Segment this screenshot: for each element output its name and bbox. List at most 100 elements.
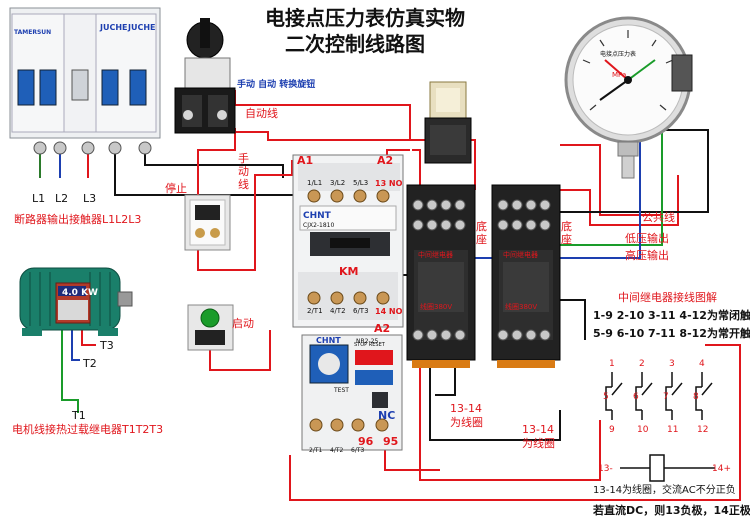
legend-num-1: 1 [609,359,615,369]
overload-test: TEST [334,387,349,394]
relay-socket-1 [406,184,476,368]
contactor [292,154,404,328]
legend-num-4: 4 [699,359,705,369]
plug-in-relay [424,81,472,164]
high-output-label: 高压输出 [625,249,669,262]
legend-num-12: 12 [697,425,709,435]
overload-term-4t2: 4/T2 [330,447,344,454]
relay-socket-2 [491,184,561,368]
wire-red-gauge [560,175,679,226]
relay1-label: 中间继电器 [418,251,453,259]
legend-num-5: 5 [603,392,609,402]
motor-terminal-t3: T3 [100,339,114,352]
contactor-a1-label: A1 [297,154,314,167]
relay2-label: 中间继电器 [503,251,538,259]
contactor-term-5l3: 5/L3 [353,179,369,187]
overload-term-6t3: 6/T3 [351,447,365,454]
wire-red-bottom [289,344,741,501]
wire-red-start [209,330,271,371]
contactor-term-2t1: 2/T1 [307,307,323,315]
contactor-a2-bottom-label: A2 [374,322,391,335]
legend-line-no: 5-9 6-10 7-11 8-12为常开触点 [593,327,750,340]
start-button-label: 启动 [232,317,254,330]
contactor-km-label: KM [339,265,359,278]
overload-brand: CHNT [316,336,341,345]
low-output-label: 低压输出 [625,232,669,245]
contactor-brand: CHNT [303,211,331,221]
relay2-coil-label: 线圈380V [505,303,538,311]
contactor-term-1l1: 1/L1 [307,179,323,187]
motor [19,267,133,336]
contactor-term-13no: 13 NO [375,179,403,188]
legend-num-7: 7 [663,392,669,402]
contactor-term-6t3: 6/T3 [353,307,369,315]
relay1-base-label: 底座 [476,220,487,247]
relay1-coil-note: 13-14 为线圈 [450,402,483,430]
terminal-l3-label: L3 [83,192,97,205]
start-button [187,304,234,351]
stop-button-label: 停止 [165,182,187,195]
breaker-brand-right1: JUCHE [100,23,128,32]
circuit-breaker [9,7,161,155]
legend-heading: 中间继电器接线图解 [618,291,717,304]
wire-black-l2 [144,145,284,178]
legend-line-nc: 1-9 2-10 3-11 4-12为常闭触点 [593,309,750,322]
overload-stop-reset: STOP RESET [354,342,385,348]
relay2-coil-note: 13-14 为线圈 [522,423,555,451]
legend-num-2: 2 [639,359,645,369]
breaker-brand-right2: JUCHE [128,23,156,32]
wire-red-t3 [81,330,96,346]
relay1-coil-label: 线圈380V [420,303,453,311]
wire-red-bottom2 [419,330,601,481]
wire-red-auto [234,128,425,141]
overload-nc-label: NC [378,409,396,422]
overload-model: NR2-25 [356,338,379,345]
legend-num-6: 6 [633,392,639,402]
wire-red-manual [197,132,236,198]
legend-coil-minus: 13- [598,464,613,474]
contactor-term-3l2: 3/L2 [330,179,346,187]
wire-red-right [560,144,660,216]
relay-legend-schematic [605,372,715,482]
gauge-unit: MPa [612,71,627,79]
overload-term-2t1: 2/T1 [309,447,323,454]
motor-terminal-t2: T2 [83,357,97,370]
contactor-a2-label: A2 [377,154,394,167]
legend-num-3: 3 [669,359,675,369]
wire-red-gauge-top [412,149,421,190]
terminal-l2-label: L2 [55,192,69,205]
diagram-title-line1: 电接点压力表仿真实物 [265,6,465,30]
legend-num-9: 9 [609,425,615,435]
contactor-model: CJX2-1810 [303,222,335,229]
selector-switch [174,18,236,134]
motor-caption: 电机线接热过载继电器T1T2T3 [12,423,164,436]
legend-num-8: 8 [693,392,699,402]
relay2-base-label: 底座 [561,220,572,247]
wire-red-nc [384,442,440,471]
legend-num-10: 10 [637,425,649,435]
gauge-brand: 电接点压力表 [600,51,637,58]
breaker-brand-left: TAMERSUN [14,29,52,36]
overload-terminal-95: 95 [383,435,399,448]
wire-black-coil1 [429,350,561,441]
pressure-gauge [564,16,693,179]
overload-relay [301,334,403,451]
legend-coil-note: 13-14为线圈，交流AC不分正负 [593,485,736,496]
contactor-term-14no: 14 NO [375,307,403,316]
auto-wire-label: 自动线 [245,107,278,120]
manual-wire-label: 手动线 [238,152,249,192]
terminal-l1-label: L1 [32,192,46,205]
legend-num-11: 11 [667,425,679,435]
overload-terminal-96: 96 [358,435,374,448]
contactor-term-4t2: 4/T2 [330,307,346,315]
wire-red-stop [197,160,293,271]
wire-black-common [560,129,709,213]
motor-terminal-t1: T1 [72,409,86,422]
wire-black-legend [560,299,586,340]
legend-coil-plus: 14+ [712,464,731,474]
diagram-title-line2: 二次控制线路图 [285,32,425,56]
legend-dc-note: 若直流DC，则13负极，14正极 [593,504,750,517]
breaker-caption: 断路器输出接触器L1L2L3 [14,213,142,226]
stop-button [184,194,231,251]
